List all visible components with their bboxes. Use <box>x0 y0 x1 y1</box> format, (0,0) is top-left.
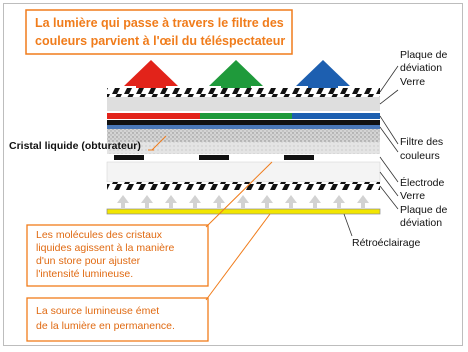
lower-deflection-plate <box>107 182 380 190</box>
backlight-arrows <box>117 195 369 208</box>
backlight-arrow <box>309 195 321 208</box>
bottom-callout-line-2: de la lumière en permanence. <box>36 320 175 332</box>
bottom-callout-line-1: La source lumineuse émet <box>36 305 159 317</box>
middle-callout-line-1: Les molécules des cristaux <box>36 229 163 241</box>
color-filter-blue <box>292 113 380 119</box>
segment-electrode-1 <box>114 155 144 160</box>
top-electrode <box>107 120 380 125</box>
backlight-arrow <box>117 195 129 208</box>
backlight-arrow <box>357 195 369 208</box>
bottom-callout-box <box>26 297 209 342</box>
top-callout-line-1: La lumière qui passe à travers le filtre… <box>35 16 284 30</box>
leader-line <box>379 171 399 197</box>
backlight-arrow <box>213 195 225 208</box>
lower-glass <box>106 161 381 183</box>
backlight-bar <box>106 208 381 215</box>
segment-electrode-2 <box>199 155 229 160</box>
upper-glass <box>107 97 380 111</box>
leader-line <box>379 126 399 153</box>
lower-deflection-plate-label-1: Plaque de <box>400 204 447 216</box>
liquid-crystal-layer-lower <box>107 142 380 154</box>
leader-line <box>379 185 399 210</box>
leader-line <box>379 65 399 93</box>
backlight-arrow <box>261 195 273 208</box>
middle-callout-box <box>26 224 209 287</box>
middle-callout-line-4: l'intensité lumineuse. <box>36 268 133 280</box>
lower-glass-label: Verre <box>400 190 425 202</box>
liquid-crystal-label: Cristal liquide (obturateur) <box>9 140 141 152</box>
diagram-frame: La lumière qui passe à travers le filtre… <box>3 3 463 346</box>
green-light-arrow <box>209 60 263 97</box>
color-filter-label-2: couleurs <box>400 150 440 162</box>
leader-line <box>343 213 353 237</box>
lower-deflection-plate-label-2: déviation <box>400 217 442 229</box>
segment-electrode-3 <box>284 155 314 160</box>
liquid-crystal-leader <box>151 135 167 151</box>
backlight-arrow <box>333 195 345 208</box>
middle-callout-line-3: d'un store pour ajuster <box>36 255 141 267</box>
backlight-arrow <box>237 195 249 208</box>
upper-deflection-plate-label-2: déviation <box>400 62 442 74</box>
color-filter-red <box>107 113 200 119</box>
leader-line <box>379 89 399 105</box>
backlight-arrow <box>165 195 177 208</box>
leader-line <box>379 156 399 183</box>
upper-glass-label: Verre <box>400 76 425 88</box>
middle-callout-line-2: liquides agissent à la manière <box>36 242 174 254</box>
electrode-label: Électrode <box>400 176 445 189</box>
blue-film <box>107 125 380 129</box>
top-callout-line-2: couleurs parvient à l'œil du téléspectat… <box>35 34 285 48</box>
backlight-arrow <box>189 195 201 208</box>
blue-light-arrow <box>296 60 350 97</box>
backlight-arrow <box>285 195 297 208</box>
bottom-callout-leader <box>205 213 271 301</box>
lcd-diagram: La lumière qui passe à travers le filtre… <box>9 9 447 342</box>
upper-deflection-plate <box>107 88 380 97</box>
backlight-arrow <box>141 195 153 208</box>
color-filter-green <box>200 113 292 119</box>
liquid-crystal-layer <box>107 129 380 142</box>
leader-line <box>379 115 399 145</box>
red-light-arrow <box>124 60 178 97</box>
top-callout-box <box>25 9 293 55</box>
upper-deflection-plate-label-1: Plaque de <box>400 49 447 61</box>
color-filter-label-1: Filtre des <box>400 136 443 148</box>
backlight-label: Rétroéclairage <box>352 237 420 249</box>
middle-callout-leader <box>205 161 273 228</box>
